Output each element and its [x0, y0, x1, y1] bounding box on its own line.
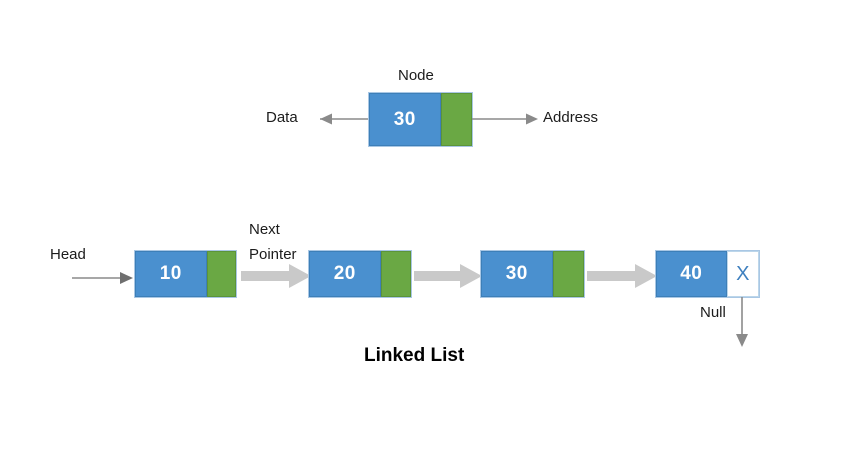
- list-node-2-value: 20: [333, 263, 356, 284]
- list-node-4: 40 X: [655, 250, 760, 298]
- list-node-4-null-cell: X: [726, 251, 759, 297]
- next-pointer-label-line2: Pointer: [249, 246, 297, 263]
- list-node-1: 10: [134, 250, 237, 298]
- page-title: Linked List: [364, 345, 465, 366]
- node-detail-box: 30: [368, 92, 473, 147]
- list-node-4-data-cell: 40: [656, 251, 727, 297]
- node-detail-data-value: 30: [393, 108, 416, 130]
- connector-arrow-2-block-arrow-right-icon: [414, 264, 482, 288]
- head-arrow-right-icon: [72, 272, 133, 284]
- address-label: Address: [543, 109, 599, 126]
- null-arrow-down-icon: [736, 297, 748, 347]
- list-node-2-pointer-cell: [380, 251, 411, 297]
- next-pointer-label-line1: Next: [249, 221, 280, 238]
- address-arrow-right-icon: [472, 113, 538, 125]
- list-node-2-data-cell: 20: [309, 251, 381, 297]
- list-node-3-data-cell: 30: [481, 251, 553, 297]
- list-node-1-data-cell: 10: [135, 251, 207, 297]
- connector-arrow-1-block-arrow-right-icon: [241, 264, 311, 288]
- null-marker-x: X: [736, 262, 750, 285]
- list-node-1-pointer-cell: [206, 251, 236, 297]
- data-label: Data: [266, 109, 298, 126]
- list-node-3: 30: [480, 250, 585, 298]
- list-node-2: 20: [308, 250, 412, 298]
- data-arrow-left-icon: [320, 113, 372, 125]
- list-node-1-value: 10: [159, 263, 182, 284]
- node-detail-address-cell: [440, 93, 472, 146]
- list-node-4-value: 40: [680, 263, 703, 284]
- connector-arrow-3-block-arrow-right-icon: [587, 264, 657, 288]
- node-detail-data-cell: 30: [369, 93, 441, 146]
- null-label: Null: [700, 304, 726, 321]
- list-node-3-value: 30: [505, 263, 528, 284]
- head-label: Head: [50, 246, 86, 263]
- list-node-3-pointer-cell: [552, 251, 584, 297]
- node-caption-label: Node: [398, 67, 434, 84]
